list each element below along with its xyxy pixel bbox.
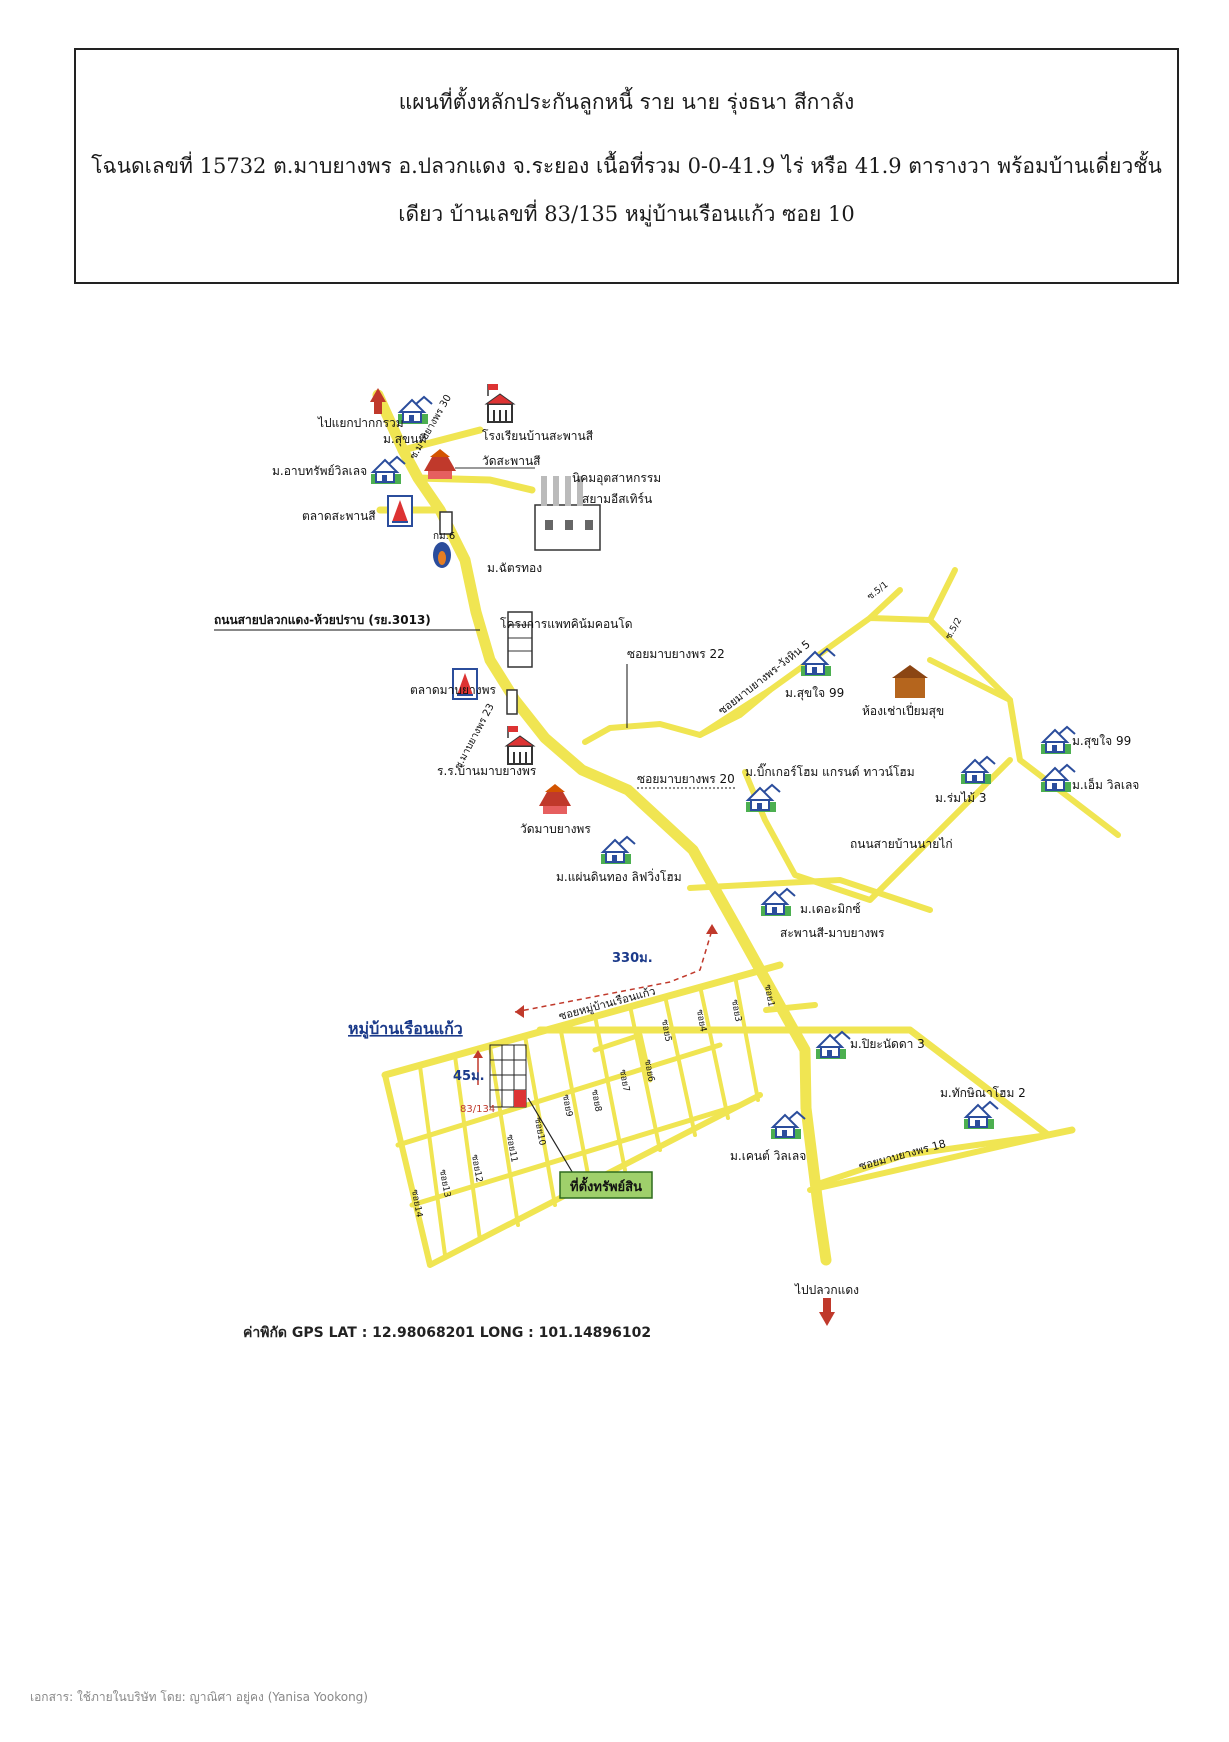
label-m-kent: ม.เคนต์ วิลเลจ	[730, 1149, 806, 1163]
label-m-sukjai-99a: ม.สุขใจ 99	[785, 686, 844, 701]
house-icon	[1040, 764, 1076, 793]
label-soi-3: ซอย3	[729, 999, 743, 1023]
label-m-piya: ม.ปิยะนัดดา 3	[850, 1037, 925, 1051]
label-wat-mabyangporn: วัดมาบยางพร	[520, 822, 591, 836]
label-industrial-1: นิคมอุตสาหกรรม	[572, 471, 661, 486]
label-soi-7: ซอย7	[617, 1069, 631, 1093]
label-m-big-home: ม.บิ๊กเกอร์โฮม แกรนด์ ทาวน์โฮม	[745, 763, 915, 779]
label-plot-no: 83/134	[460, 1104, 495, 1115]
village-lanes	[418, 974, 760, 1257]
label-m-rommai: ม.ร่มไม้ 3	[935, 791, 986, 805]
label-school-mabyangporn: ร.ร.บ้านมาบยางพร	[437, 764, 537, 778]
gps-coordinates: ค่าพิกัด GPS LAT : 12.98068201 LONG : 10…	[243, 1325, 652, 1341]
header-box: แผนที่ตั้งหลักประกันลูกหนี้ ราย นาย รุ่ง…	[74, 48, 1179, 284]
label-soi-11: ซอย11	[504, 1134, 519, 1164]
label-soi-wang-hin: ซอยมาบยางพร-วังหิน 5	[716, 638, 813, 718]
label-m-the-mix-1: ม.เดอะมิกซ์	[800, 902, 861, 916]
factory-icon	[534, 476, 601, 551]
label-market-mabyangporn: ตลาดมาบยางพร	[410, 683, 496, 697]
label-highway: ถนนสายปลวกแดง-ห้วยปราบ (รย.3013)	[214, 613, 431, 627]
label-rent-room: ห้องเช่าเปี่ยมสุข	[862, 702, 944, 719]
label-soi-22: ซอยมาบยางพร 22	[627, 647, 725, 661]
label-to-pak-kram: ไปแยกปากกรวม	[317, 416, 404, 430]
label-property: ที่ตั้งทรัพย์สิน	[570, 1176, 642, 1195]
label-soi-14: ซอย14	[409, 1189, 424, 1219]
label-to-pluak-daeng: ไปปลวกแดง	[794, 1283, 859, 1297]
label-m-sukjai-99b: ม.สุขใจ 99	[1072, 734, 1131, 749]
label-soi-12: ซอย12	[469, 1154, 484, 1184]
house-icon	[815, 1031, 851, 1060]
label-wat-saphan-si: วัดสะพานสี	[482, 454, 541, 468]
school-icon	[485, 383, 515, 423]
label-soi-6: ซอย6	[642, 1059, 656, 1083]
label-m-em-village: ม.เอ็ม วิลเลจ	[1072, 777, 1139, 792]
label-km6: กม.6	[433, 531, 455, 542]
market-icon	[387, 495, 413, 527]
label-soi-13: ซอย13	[437, 1169, 452, 1199]
house-icon	[960, 756, 996, 785]
label-soi-9: ซอย9	[560, 1094, 574, 1118]
label-market-saphan-si: ตลาดสะพานสี	[302, 509, 376, 523]
label-condo: โครงการแพทคิน้มคอนโด	[500, 617, 633, 631]
property-location-marker: ที่ตั้งทรัพย์สิน	[559, 1171, 653, 1199]
label-m-chatthong: ม.ฉัตรทอง	[487, 561, 542, 575]
label-m-paendin: ม.แผ่นดินทอง ลิฟวิ่งโฮม	[556, 868, 682, 884]
label-soi-1: ซอย1	[762, 984, 776, 1008]
road-network	[372, 389, 1121, 1268]
label-village-name: หมู่บ้านเรือนแก้ว	[348, 1019, 463, 1040]
label-distance-330: 330ม.	[612, 951, 653, 966]
label-m-the-mix-2: สะพานสี-มาบยางพร	[780, 926, 885, 940]
house-icon	[963, 1101, 999, 1130]
temple-icon	[424, 449, 456, 479]
label-s52: ซ.5/2	[944, 616, 964, 641]
temple-icon	[539, 784, 571, 814]
house-icon	[370, 456, 406, 485]
label-industrial-2: สยามอีสเทิร์น	[582, 492, 652, 506]
label-soi-5: ซอย5	[659, 1019, 673, 1043]
school-icon	[505, 725, 535, 765]
label-school-saphan-si: โรงเรียนบ้านสะพานสี	[482, 429, 594, 443]
fuel-station-icon	[433, 542, 451, 568]
label-road-ban-nai: ถนนสายบ้านนายไก่	[850, 837, 953, 851]
condo-building-icon	[507, 611, 533, 668]
header-deed-line: โฉนดเลขที่ 15732 ต.มาบยางพร อ.ปลวกแดง จ.…	[91, 154, 1162, 178]
arrow-north-shaft	[374, 400, 382, 414]
label-m-arthit: ม.อาบทรัพย์วิลเลจ	[272, 464, 367, 478]
house-icon	[1040, 726, 1076, 755]
distance-route	[473, 924, 718, 1085]
document-footer: เอกสาร: ใช้ภายในบริษัท โดย: ญาณิศา อยู่ค…	[30, 1690, 368, 1704]
label-soi-8: ซอย8	[589, 1089, 603, 1113]
arrow-south-icon	[819, 1312, 835, 1326]
house-icon	[760, 888, 796, 917]
label-m-thaksina: ม.ทักษิณาโฮม 2	[940, 1086, 1026, 1100]
label-m-sukhanti: ม.สุขนที	[383, 432, 426, 447]
arrow-north-icon	[370, 388, 386, 402]
property-plot-grid	[489, 1044, 581, 1186]
label-soi-10: ซอย10	[532, 1117, 547, 1147]
house-icon	[770, 1111, 806, 1140]
arrow-south-shaft	[823, 1298, 831, 1314]
header-address-line: เดียว บ้านเลขที่ 83/135 หมู่บ้านเรือนแก้…	[398, 202, 855, 226]
building-icon	[439, 511, 453, 535]
shophouse-icon	[892, 665, 928, 698]
label-soi-23: ซ.มาบยางพร 23	[453, 702, 497, 771]
label-distance-45: 45ม.	[453, 1069, 485, 1084]
header-title: แผนที่ตั้งหลักประกันลูกหนี้ ราย นาย รุ่ง…	[398, 90, 855, 114]
house-icon	[600, 836, 636, 865]
label-soi-4: ซอย4	[694, 1009, 708, 1033]
bus-stop-icon	[506, 689, 518, 715]
label-soi-20: ซอยมาบยางพร 20	[637, 772, 735, 786]
